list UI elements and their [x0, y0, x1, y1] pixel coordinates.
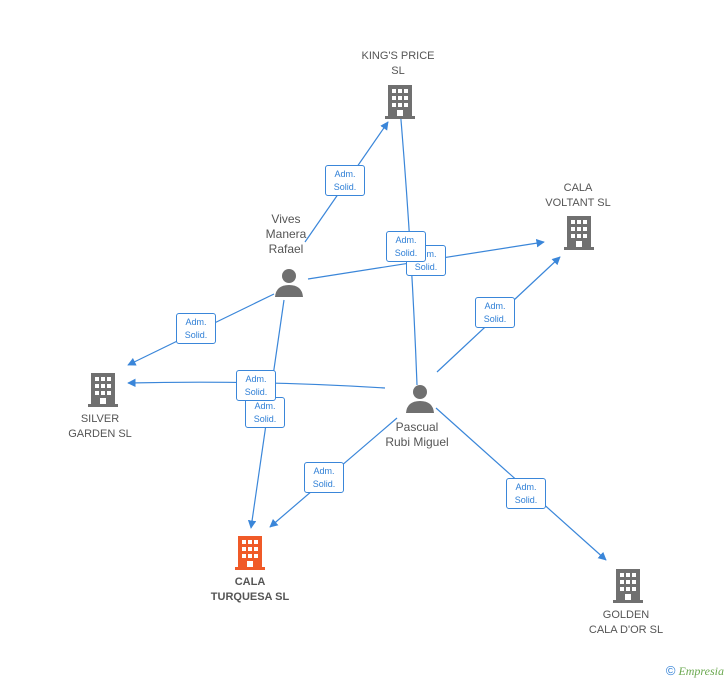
role-line: Solid. — [333, 182, 357, 192]
role-badge[interactable]: Adm. Solid. — [176, 313, 216, 344]
role-line: Adm. — [334, 169, 356, 179]
label-line: CALA — [234, 576, 266, 588]
role-line: Adm. — [313, 466, 335, 476]
role-badge[interactable]: Adm. Solid. — [245, 397, 285, 428]
role-line: Solid. — [483, 314, 507, 324]
role-line: Solid. — [184, 330, 208, 340]
node-label-cala-voltant[interactable]: CALA VOLTANT SL — [530, 181, 626, 211]
role-line: Adm. — [395, 235, 417, 245]
brand-name[interactable]: Empresia — [678, 664, 724, 678]
node-label-silver-garden[interactable]: SILVER GARDEN SL — [52, 412, 148, 442]
role-line: Solid. — [414, 262, 438, 272]
role-badge[interactable]: Adm. Solid. — [304, 462, 344, 493]
person-icon[interactable] — [405, 383, 435, 413]
label-line: TURQUESA SL — [210, 591, 290, 603]
copyright-notice: © Empresia — [666, 663, 724, 679]
building-icon-focus[interactable] — [235, 536, 265, 570]
node-label-kings-price[interactable]: KING'S PRICE SL — [350, 49, 446, 79]
building-icon[interactable] — [564, 216, 594, 250]
node-label-cala-turquesa[interactable]: CALA TURQUESA SL — [198, 575, 302, 605]
label-line: Vives — [271, 212, 301, 226]
label-line: Rafael — [268, 242, 304, 256]
role-line: Adm. — [484, 301, 506, 311]
role-line: Solid. — [514, 495, 538, 505]
building-icon[interactable] — [88, 373, 118, 407]
role-badge[interactable]: Adm. Solid. — [236, 370, 276, 401]
person-icon[interactable] — [274, 267, 304, 297]
label-line: GARDEN SL — [68, 428, 132, 440]
role-line: Solid. — [253, 414, 277, 424]
role-badge[interactable]: Adm. Solid. — [386, 231, 426, 262]
label-line: GOLDEN — [602, 609, 650, 621]
node-label-pascual[interactable]: Pascual Rubi Miguel — [362, 420, 472, 450]
node-label-vives[interactable]: Vives Manera Rafael — [246, 212, 326, 257]
role-line: Solid. — [312, 479, 336, 489]
label-line: CALA — [563, 182, 593, 194]
role-line: Adm. — [245, 374, 267, 384]
copyright-symbol: © — [665, 663, 676, 678]
label-line: SL — [391, 65, 405, 77]
label-line: Rubi Miguel — [385, 435, 449, 449]
label-line: Pascual — [395, 420, 439, 434]
role-line: Adm. — [515, 482, 537, 492]
role-line: Solid. — [394, 248, 418, 258]
label-line: SILVER — [80, 413, 120, 425]
role-badge[interactable]: Adm. Solid. — [475, 297, 515, 328]
building-icon[interactable] — [385, 85, 415, 119]
label-line: VOLTANT SL — [545, 197, 611, 209]
role-line: Adm. — [185, 317, 207, 327]
role-badge[interactable]: Adm. Solid. — [506, 478, 546, 509]
label-line: Manera — [265, 227, 307, 241]
role-line: Adm. — [254, 401, 276, 411]
role-badge[interactable]: Adm. Solid. — [325, 165, 365, 196]
label-line: CALA D'OR SL — [588, 624, 664, 636]
building-icon[interactable] — [613, 569, 643, 603]
label-line: KING'S PRICE — [361, 50, 435, 62]
role-line: Solid. — [244, 387, 268, 397]
node-label-golden-cala[interactable]: GOLDEN CALA D'OR SL — [574, 608, 678, 638]
